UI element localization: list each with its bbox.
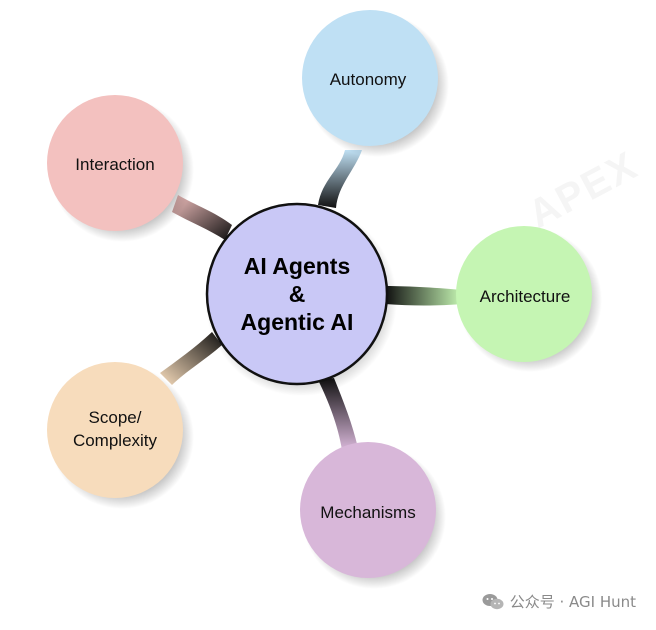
wechat-icon [482, 593, 504, 611]
node-mechanisms: Mechanisms [300, 442, 436, 578]
node-mechanisms-label: Mechanisms [320, 503, 415, 522]
watermark: 公众号 · AGI Hunt [482, 591, 636, 612]
node-autonomy-circle [302, 10, 438, 146]
center-title-line1: AI Agents [244, 253, 351, 279]
node-autonomy: Autonomy [302, 10, 438, 146]
connector-mechanisms [318, 378, 358, 450]
node-architecture-label: Architecture [480, 287, 571, 306]
node-scope-label-line1: Scope/ [89, 408, 142, 427]
node-scope-complexity: Scope/ Complexity [47, 362, 183, 498]
node-architecture-circle [456, 226, 592, 362]
node-interaction-label: Interaction [75, 155, 154, 174]
node-interaction-circle [47, 95, 183, 231]
watermark-text: 公众号 · AGI Hunt [509, 593, 636, 611]
node-scope-circle [47, 362, 183, 498]
center-node-circle [205, 202, 389, 386]
connector-autonomy [318, 150, 362, 208]
connectors [160, 150, 462, 450]
connector-scope [160, 332, 222, 385]
node-scope-label-line2: Complexity [73, 431, 158, 450]
center-title-line2: & [289, 281, 306, 307]
center-title-line3: Agentic AI [241, 309, 354, 335]
connector-interaction [172, 195, 232, 240]
node-architecture: Architecture [456, 226, 592, 362]
node-mechanisms-circle [300, 442, 436, 578]
node-autonomy-label: Autonomy [330, 70, 407, 89]
center-node: AI Agents & Agentic AI [205, 202, 389, 386]
connector-architecture [385, 286, 462, 306]
node-interaction: Interaction [47, 95, 183, 231]
